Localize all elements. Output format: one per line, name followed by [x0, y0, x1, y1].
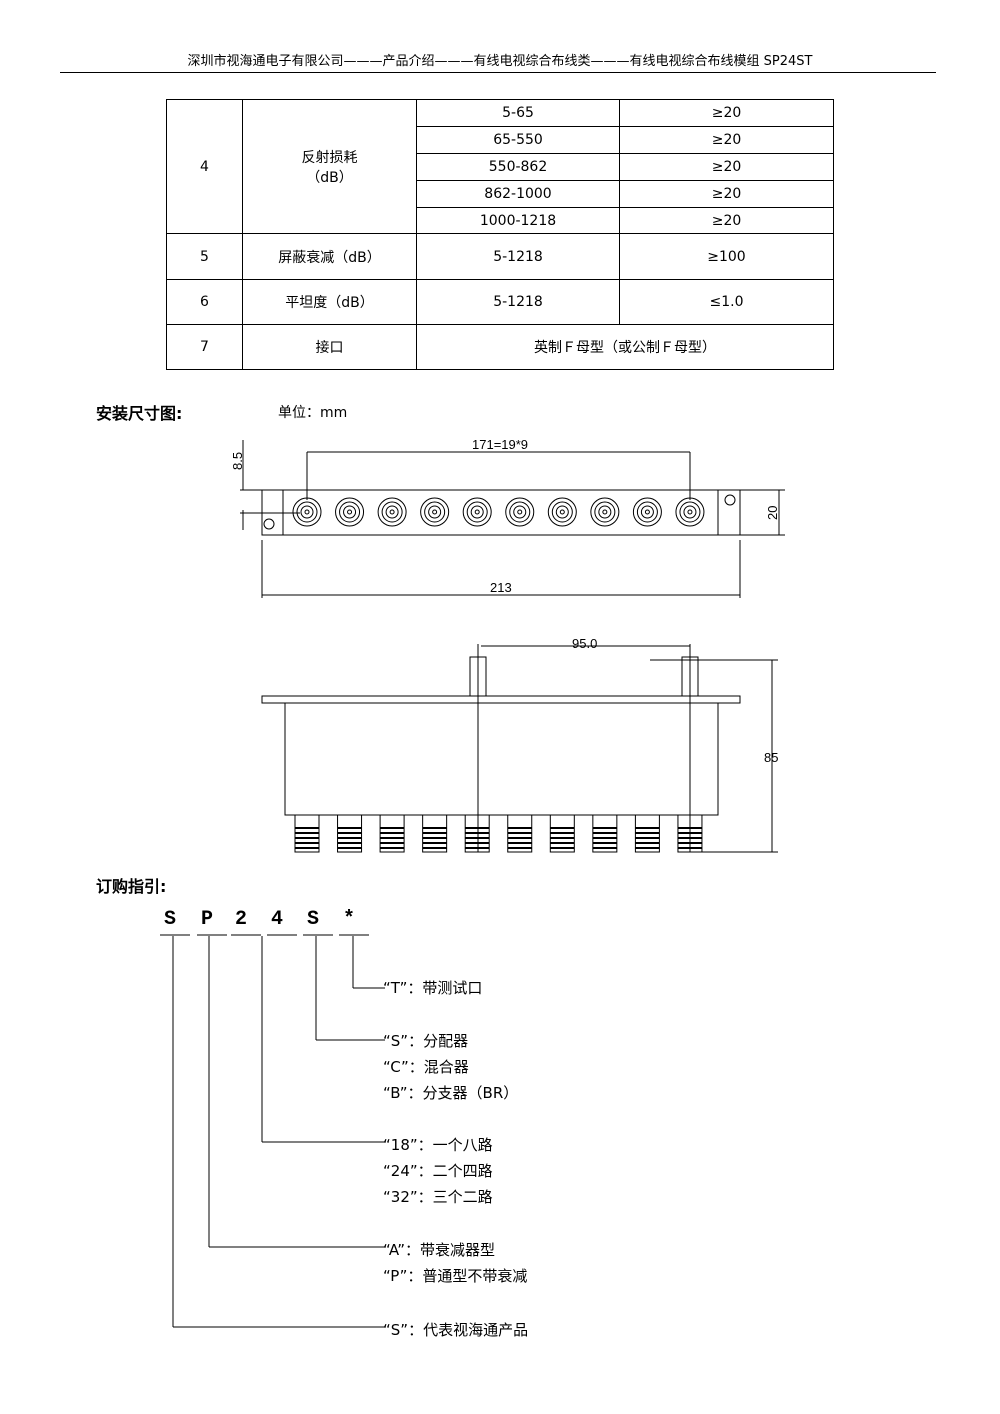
- width-dimension: 20: [765, 506, 780, 520]
- height-dimension: 85: [764, 750, 778, 765]
- code-char: 4: [271, 908, 284, 931]
- f-connector-icon: [683, 505, 697, 519]
- f-connector-icon: [598, 505, 612, 519]
- row-name: 屏蔽衰减（dB）: [242, 233, 417, 280]
- f-connector-icon: [640, 505, 654, 519]
- range-cell: 5-1218: [416, 233, 620, 280]
- code-char: P: [201, 908, 214, 931]
- ordering-lines: [160, 934, 385, 1328]
- f-connector-icon: [296, 501, 318, 523]
- spec-table: 4 反射损耗（dB） 5-65≥20 65-550≥20 550-862≥20 …: [166, 99, 834, 370]
- range-cell: 862-1000: [416, 180, 620, 208]
- value-cell: ≥20: [619, 126, 834, 154]
- f-connector-icon: [602, 509, 608, 515]
- row-name: 平坦度（dB）: [242, 279, 417, 325]
- f-connector-icon: [385, 505, 399, 519]
- f-connector-icon: [420, 497, 450, 527]
- row-no: 5: [166, 233, 243, 280]
- f-connector-icon: [428, 505, 442, 519]
- value-cell: ≤1.0: [619, 279, 834, 325]
- spacing-dimension: 95.0: [572, 636, 597, 651]
- f-connector-icon: [551, 501, 573, 523]
- ordering-option: “S”：分配器: [383, 1032, 469, 1050]
- f-connector-icon: [547, 497, 577, 527]
- f-connector-icon: [470, 505, 484, 519]
- f-connector-icon: [304, 509, 310, 515]
- f-connector-icon: [590, 497, 620, 527]
- side-view-drawing: 95.0 85: [261, 636, 778, 853]
- page-header: 深圳市视海通电子有限公司———产品介绍———有线电视综合布线类———有线电视综合…: [187, 54, 813, 69]
- value-cell: 英制Ｆ母型（或公制Ｆ母型）: [416, 324, 834, 370]
- pitch-dimension: 171=19*9: [472, 437, 528, 452]
- ordering-option: “B”：分支器（BR）: [383, 1084, 519, 1102]
- ordering-option: “S”：代表视海通产品: [383, 1321, 529, 1339]
- length-dimension: 213: [490, 580, 512, 595]
- range-cell: 65-550: [416, 126, 620, 154]
- ordering-option: “P”：普通型不带衰减: [383, 1267, 528, 1285]
- ordering-option: “C”：混合器: [383, 1058, 469, 1076]
- f-connector-icon: [347, 509, 353, 515]
- f-connector-icon: [594, 501, 616, 523]
- f-connector-icon: [381, 501, 403, 523]
- code-char: S: [164, 908, 177, 931]
- f-connector-icon: [343, 505, 357, 519]
- row-name: 反射损耗（dB）: [242, 99, 417, 234]
- f-connector-icon: [377, 497, 407, 527]
- ordering-option: “A”：带衰减器型: [383, 1241, 496, 1259]
- offset-dimension: 8.5: [230, 452, 245, 470]
- ordering-option: “24”：二个四路: [383, 1162, 493, 1180]
- top-view-drawing: 171=19*9 213 8.5 20: [230, 437, 785, 598]
- code-char: *: [343, 908, 356, 931]
- f-connector-icon: [474, 509, 480, 515]
- f-connector-icon: [679, 501, 701, 523]
- code-char: 2: [235, 908, 248, 931]
- f-connector-icon: [517, 509, 523, 515]
- f-connector-icon: [632, 497, 662, 527]
- dimensions-title: 安装尺寸图:: [96, 404, 183, 423]
- ordering-option: “18”：一个八路: [383, 1136, 493, 1154]
- f-connector-icon: [687, 509, 693, 515]
- f-connector-icon: [513, 505, 527, 519]
- value-cell: ≥20: [619, 180, 834, 208]
- f-connector-icon: [335, 497, 365, 527]
- row-no: 7: [166, 324, 243, 370]
- f-connector-icon: [636, 501, 658, 523]
- row-name: 接口: [242, 324, 417, 370]
- ordering-option: “32”：三个二路: [383, 1188, 493, 1206]
- f-connector-icon: [424, 501, 446, 523]
- unit-label: 单位：mm: [278, 405, 348, 421]
- f-connector-icon: [300, 505, 314, 519]
- range-cell: 5-65: [416, 99, 620, 127]
- ordering-title: 订购指引:: [96, 877, 167, 896]
- f-connector-icon: [462, 497, 492, 527]
- ordering-option: “T”：带测试口: [383, 979, 483, 997]
- f-connector-icon: [644, 509, 650, 515]
- f-connector-icon: [432, 509, 438, 515]
- header-divider: [60, 72, 936, 73]
- row-no: 4: [166, 99, 243, 234]
- code-char: S: [307, 908, 320, 931]
- f-connector-icon: [466, 501, 488, 523]
- f-connector-icon: [559, 509, 565, 515]
- f-connector-icon: [509, 501, 531, 523]
- f-connector-icon: [505, 497, 535, 527]
- f-connector-icon: [339, 501, 361, 523]
- f-connector-icon: [389, 509, 395, 515]
- f-connector-icon: [555, 505, 569, 519]
